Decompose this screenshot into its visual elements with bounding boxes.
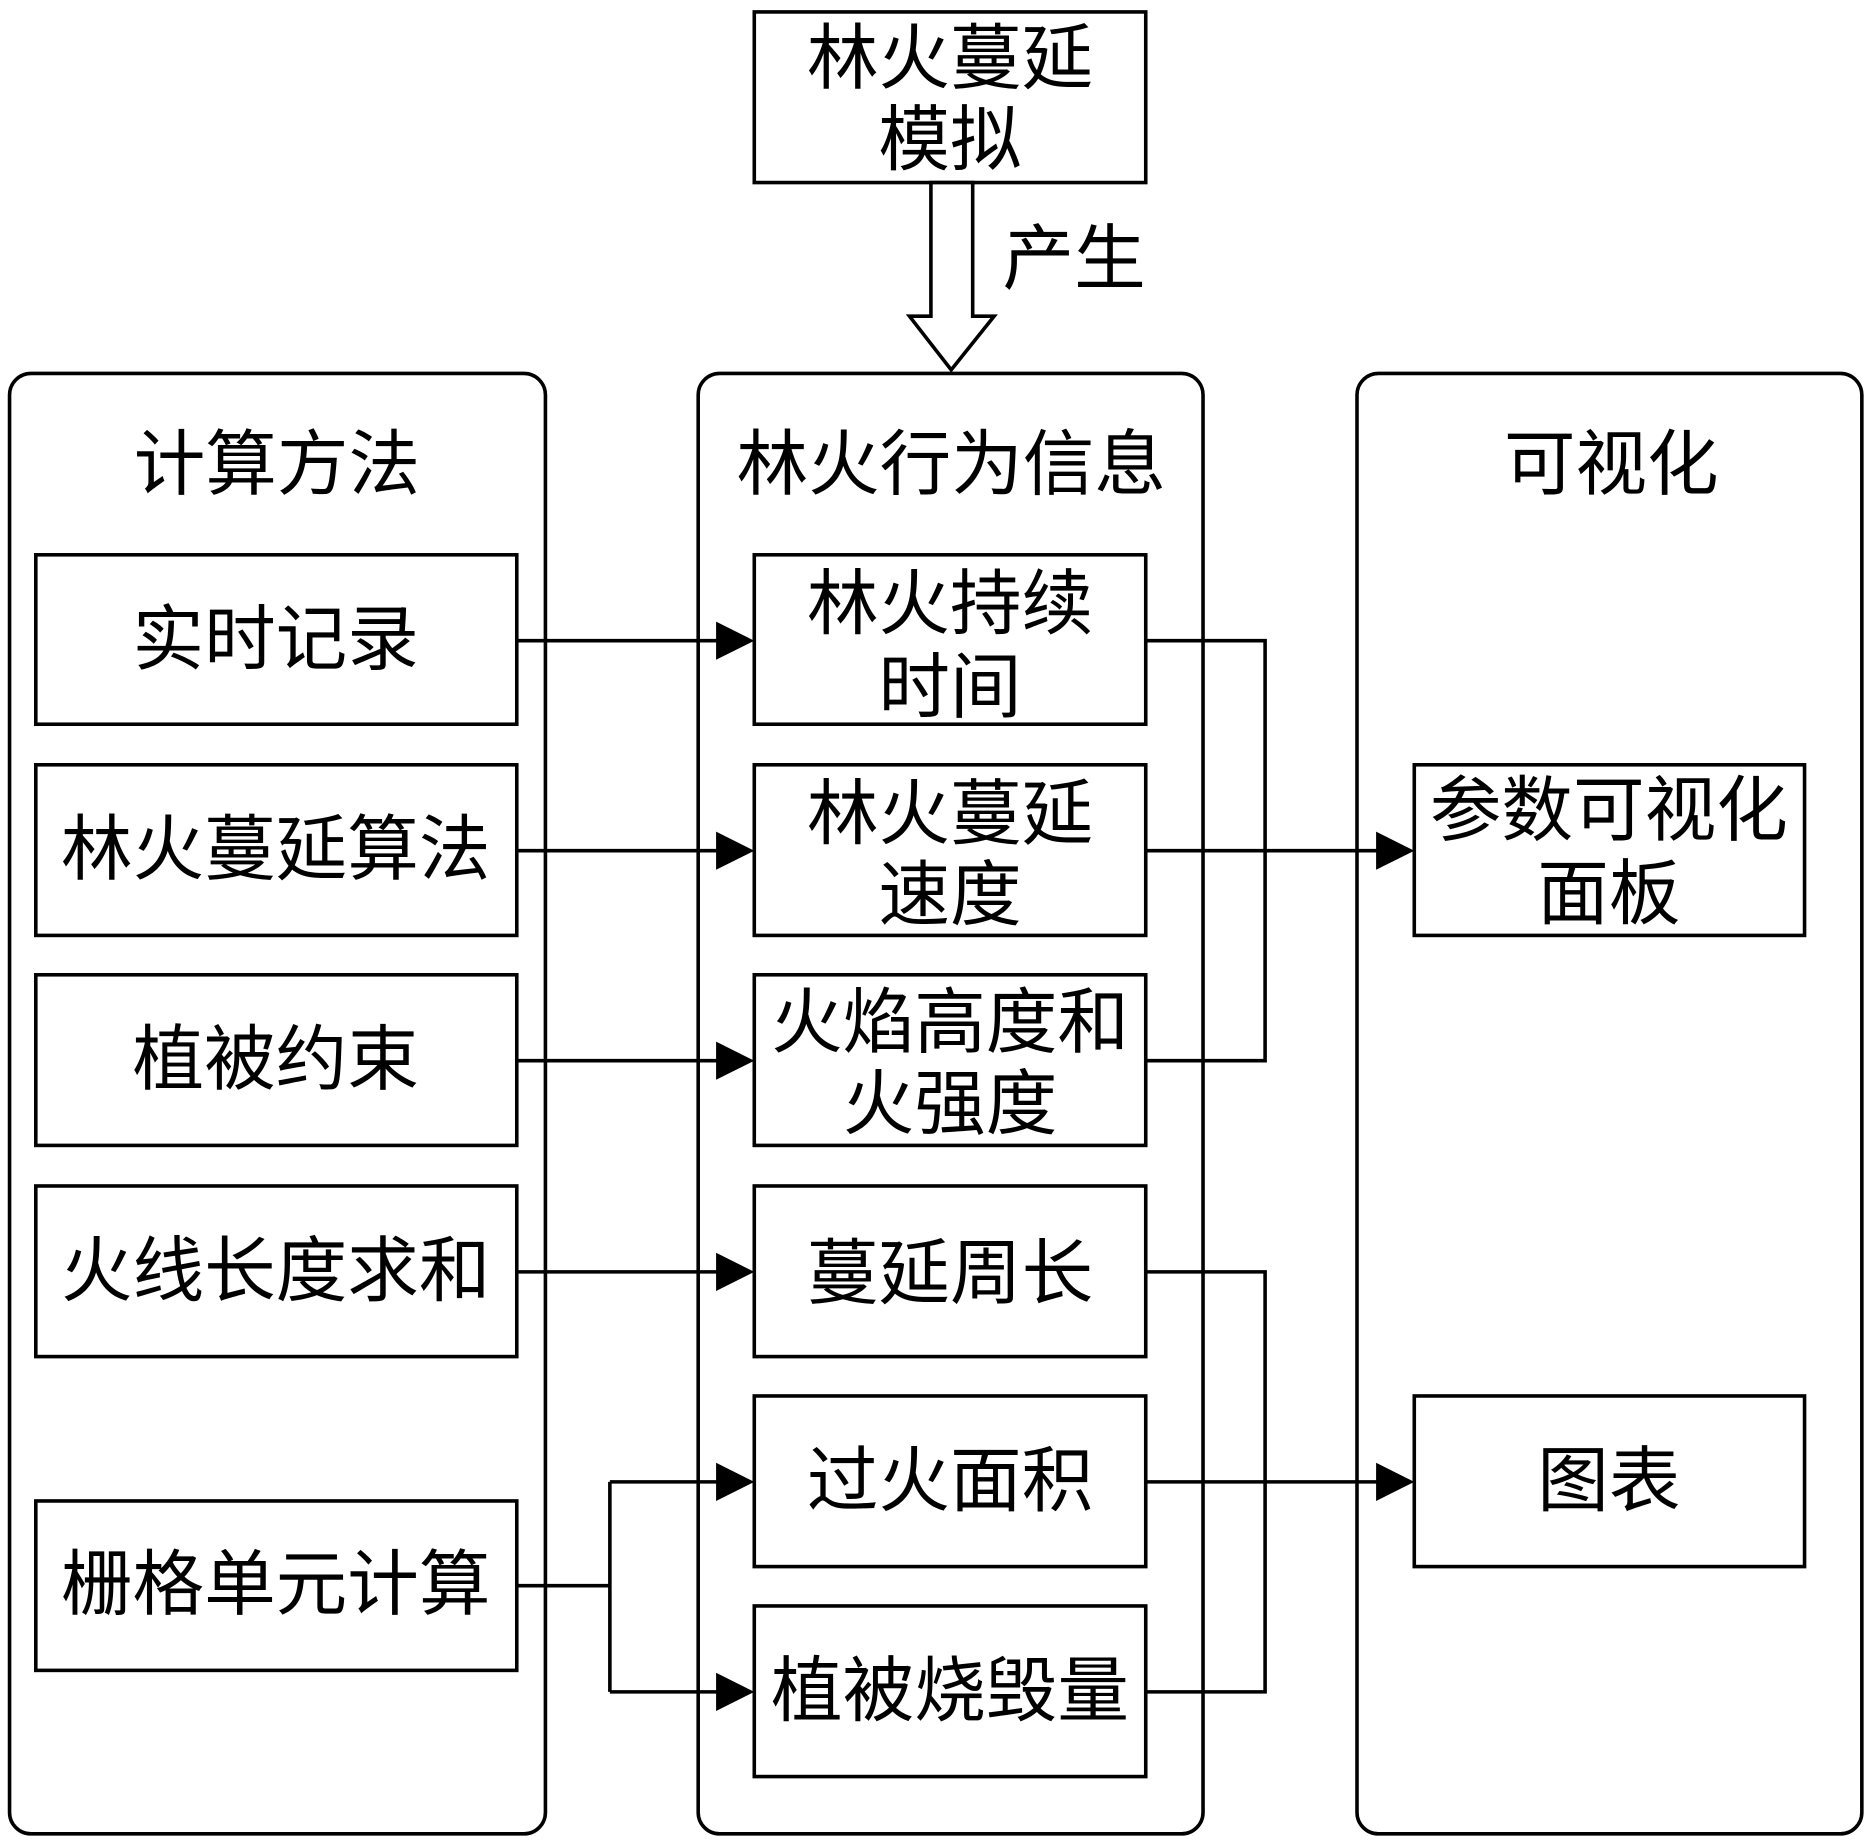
middle-box-frame (752, 763, 1148, 938)
middle-box-fire-duration: 林火持续 时间 (752, 553, 1148, 728)
arrowhead (716, 1252, 755, 1291)
connector-grid-to-area-and-vegetation (516, 1462, 755, 1711)
connector-fireline-to-perimeter (516, 1252, 755, 1291)
middle-box-spread-perimeter: 蔓延周长 (752, 1184, 1148, 1359)
top-box-line-1: 林火蔓延 (807, 20, 1093, 99)
middle-box-burned-area: 过火面积 (752, 1394, 1148, 1569)
produce-hollow-arrow (905, 180, 998, 373)
connector-group-to-charts (1145, 1270, 1415, 1694)
arrowhead (716, 831, 755, 870)
arrowhead (716, 1672, 755, 1711)
arrowhead (716, 621, 755, 660)
arrowhead (1376, 831, 1415, 870)
left-box-frame (34, 763, 519, 938)
arrowhead (716, 1041, 755, 1080)
middle-box-line-1: 过火面积 (807, 1442, 1093, 1521)
panel-right-frame (1355, 371, 1864, 1836)
right-box-parameter-panel: 参数可视化 面板 (1412, 763, 1807, 938)
arrowhead (716, 1462, 755, 1501)
left-box-label: 实时记录 (133, 601, 419, 680)
produce-arrow-label: 产生 (1003, 221, 1146, 300)
middle-box-line-2: 火强度 (843, 1065, 1058, 1144)
left-box-spread-algorithm: 林火蔓延算法 (34, 763, 519, 938)
right-box-line-1: 图表 (1537, 1442, 1680, 1521)
connector-vegetation-to-flame (516, 1041, 755, 1080)
top-box-frame (752, 10, 1148, 185)
right-box-charts: 图表 (1412, 1394, 1807, 1569)
connector-realtime-to-duration (516, 621, 755, 660)
left-box-label: 林火蔓延算法 (61, 811, 491, 890)
middle-box-frame (752, 553, 1148, 727)
panel-middle-title: 林火行为信息 (736, 426, 1166, 505)
right-box-frame (1412, 1394, 1807, 1569)
top-box-simulation: 林火蔓延 模拟 (752, 10, 1148, 185)
middle-box-line-2: 时间 (878, 649, 1021, 728)
arrowhead (1376, 1462, 1415, 1501)
left-box-realtime-record: 实时记录 (34, 553, 519, 727)
right-box-line-2: 面板 (1537, 855, 1680, 934)
middle-box-line-1: 林火持续 (807, 565, 1093, 644)
left-box-frame (34, 1184, 519, 1359)
middle-box-line-1: 植被烧毁量 (771, 1652, 1129, 1731)
left-box-vegetation-constraint: 植被约束 (34, 972, 519, 1148)
right-box-frame (1412, 763, 1807, 938)
middle-box-frame (752, 1604, 1148, 1779)
middle-box-frame (752, 1184, 1148, 1359)
panel-visualization: 可视化 (1355, 371, 1864, 1836)
left-box-frame (34, 1499, 519, 1673)
middle-box-spread-speed: 林火蔓延 速度 (752, 763, 1148, 938)
left-box-grid-cell-calculation: 栅格单元计算 (34, 1499, 519, 1673)
middle-box-line-1: 火焰高度和 (771, 984, 1129, 1063)
panel-right-title: 可视化 (1504, 426, 1719, 505)
right-box-line-1: 参数可视化 (1430, 772, 1788, 851)
left-box-label: 植被约束 (133, 1021, 419, 1100)
left-box-label: 栅格单元计算 (61, 1546, 491, 1625)
middle-box-line-1: 林火蔓延 (807, 775, 1093, 854)
middle-box-line-1: 蔓延周长 (807, 1235, 1093, 1314)
left-box-frame (34, 972, 519, 1148)
middle-box-flame-height-intensity: 火焰高度和 火强度 (752, 972, 1148, 1148)
middle-box-frame (752, 1394, 1148, 1569)
connector-algorithm-to-speed (516, 831, 755, 870)
middle-box-frame (752, 972, 1148, 1148)
top-box-line-2: 模拟 (878, 101, 1021, 180)
left-box-frame (34, 553, 519, 727)
middle-box-vegetation-burned: 植被烧毁量 (752, 1604, 1148, 1779)
middle-box-line-2: 速度 (878, 857, 1021, 936)
connector-group-to-parameter-panel (1145, 638, 1415, 1063)
panel-left-title: 计算方法 (134, 426, 420, 505)
left-box-fireline-length-sum: 火线长度求和 (34, 1184, 519, 1359)
left-box-label: 火线长度求和 (61, 1232, 491, 1311)
